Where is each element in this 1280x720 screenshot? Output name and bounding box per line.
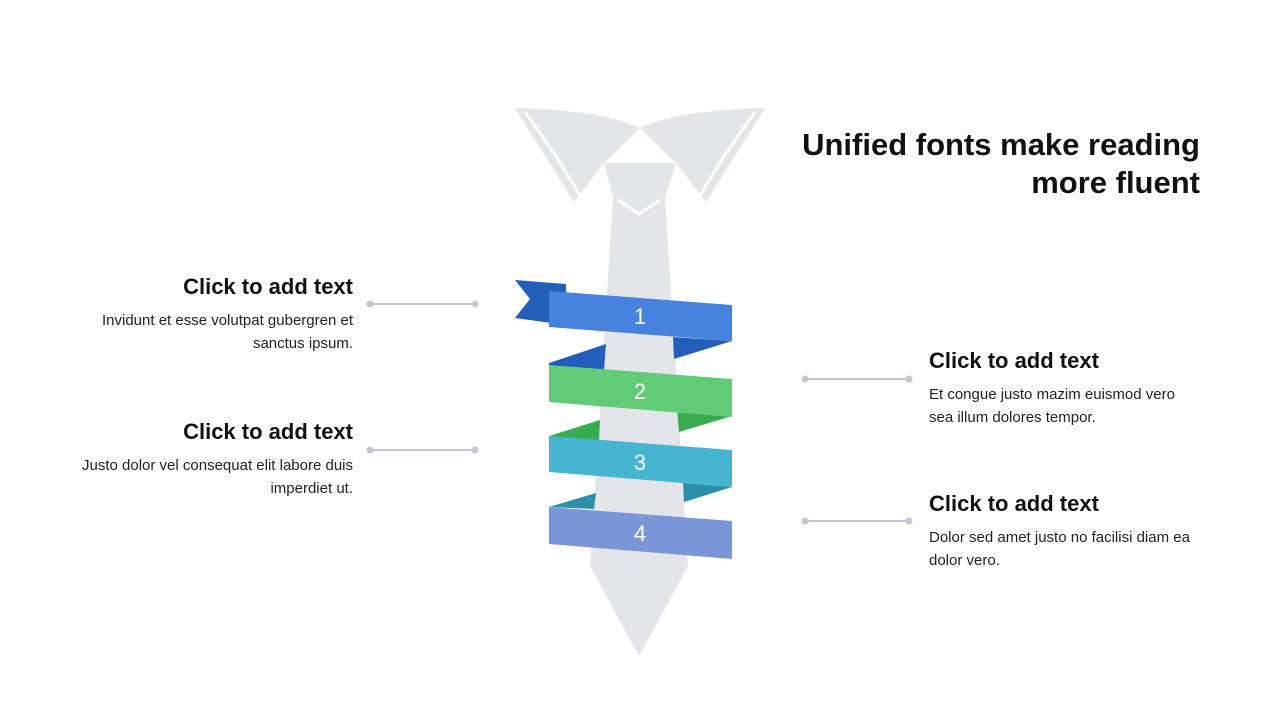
ribbon-number-2: 2 xyxy=(634,379,646,404)
text-block-4: Click to add text Dolor sed amet justo n… xyxy=(929,490,1199,572)
ribbon-3: 3 xyxy=(549,436,732,487)
block-heading: Click to add text xyxy=(183,274,353,299)
slide-title: Unified fonts make reading more fluent xyxy=(802,127,1200,200)
block-body: Justo dolor vel consequat elit labore du… xyxy=(82,457,353,497)
block-body: Dolor sed amet justo no facilisi diam ea… xyxy=(929,529,1190,569)
text-block-3: Click to add text Justo dolor vel conseq… xyxy=(53,418,353,500)
ribbon-number-3: 3 xyxy=(634,450,646,475)
ribbon-number-4: 4 xyxy=(634,521,646,546)
connectors xyxy=(366,300,913,525)
text-block-2: Click to add text Et congue justo mazim … xyxy=(929,347,1199,429)
ribbon-4: 4 xyxy=(549,507,732,559)
block-body: Invidunt et esse volutpat gubergren et s… xyxy=(101,312,353,352)
ribbon-1: 1 xyxy=(549,291,732,341)
block-heading: Click to add text xyxy=(929,348,1099,373)
block-heading: Click to add text xyxy=(929,491,1099,516)
block-heading: Click to add text xyxy=(183,419,353,444)
ribbon-2: 2 xyxy=(549,365,732,417)
block-body: Et congue justo mazim euismod vero sea i… xyxy=(929,386,1175,426)
ribbon-number-1: 1 xyxy=(634,304,646,329)
text-block-1: Click to add text Invidunt et esse volut… xyxy=(53,273,353,355)
